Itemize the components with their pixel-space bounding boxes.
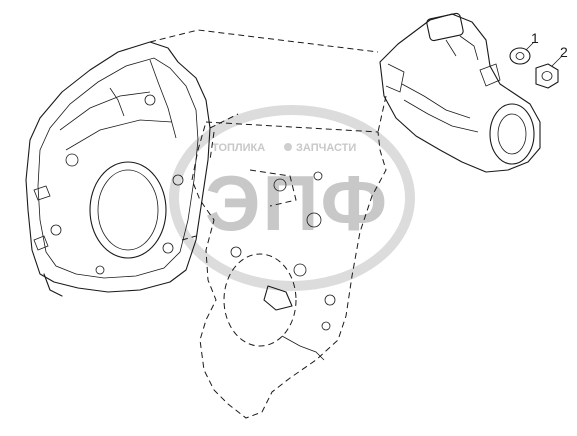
dashed-bore [223, 253, 297, 347]
callout-leader-2 [551, 55, 563, 67]
watermark-letters: ЭПФ [205, 159, 389, 247]
housing-ribs-2 [109, 59, 177, 139]
watermark-gear-icon [284, 143, 292, 151]
dashed-housing-outline [191, 121, 387, 419]
assembly-line-top [149, 29, 379, 53]
housing-outline [25, 41, 211, 293]
callout-1: 1 [531, 30, 539, 46]
nut-hex [535, 63, 559, 89]
callout-leader-1 [525, 41, 535, 51]
watermark: ТОПЛИКА ЗАПЧАСТИ ЭПФ [169, 105, 415, 291]
dashed-hole-1 [273, 178, 287, 192]
housing-ribs [59, 91, 173, 151]
starter-end-cap-inner [497, 113, 527, 155]
housing-bore [89, 161, 167, 259]
starter-outline [379, 13, 541, 173]
callout-2: 2 [560, 44, 568, 60]
housing-boss-1 [65, 153, 79, 167]
nut-hole [541, 71, 553, 81]
dashed-hole-6 [313, 171, 323, 181]
starter-terminal [479, 63, 501, 87]
dashed-hole-3 [293, 263, 307, 277]
assembly-lines [149, 29, 387, 241]
starter-end-cap [489, 103, 535, 165]
assembly-line-mid [209, 113, 239, 129]
watermark-ring [169, 105, 415, 291]
housing-inner-flange [37, 57, 199, 279]
starter-solenoid [426, 12, 464, 42]
dashed-hole-5 [230, 246, 242, 258]
housing-foot [43, 273, 63, 297]
assembly-line-starter [377, 95, 387, 133]
part-2-nut: 2 [535, 44, 568, 89]
housing-boss-4 [162, 242, 174, 254]
housing-bore-inner [97, 169, 159, 251]
housing-lugs [33, 185, 51, 251]
housing-boss-6 [144, 94, 156, 106]
part-1-washer: 1 [509, 30, 539, 65]
dashed-bolt [321, 321, 331, 331]
housing-boss-5 [95, 265, 105, 275]
dashed-rib [281, 335, 325, 361]
dashed-edge-1 [209, 131, 215, 161]
starter-wiring [445, 35, 479, 61]
flywheel-housing-dashed [191, 121, 387, 419]
washer-hole [515, 52, 525, 60]
starter-drive-end [385, 63, 405, 93]
assembly-line-low [181, 235, 197, 241]
watermark-text-right: ЗАПЧАСТИ [296, 142, 356, 154]
dashed-mount-face [249, 169, 297, 207]
starter-motor [379, 12, 541, 173]
dashed-hole-4 [324, 294, 336, 306]
watermark-text-left: ТОПЛИКА [212, 142, 265, 154]
starter-body-bands [401, 83, 479, 133]
gear-housing [25, 41, 211, 297]
dashed-bracket [263, 285, 293, 311]
washer-outer [509, 47, 531, 65]
housing-boss-3 [172, 174, 184, 186]
dashed-hole-2 [306, 212, 322, 228]
housing-boss-2 [50, 224, 62, 236]
